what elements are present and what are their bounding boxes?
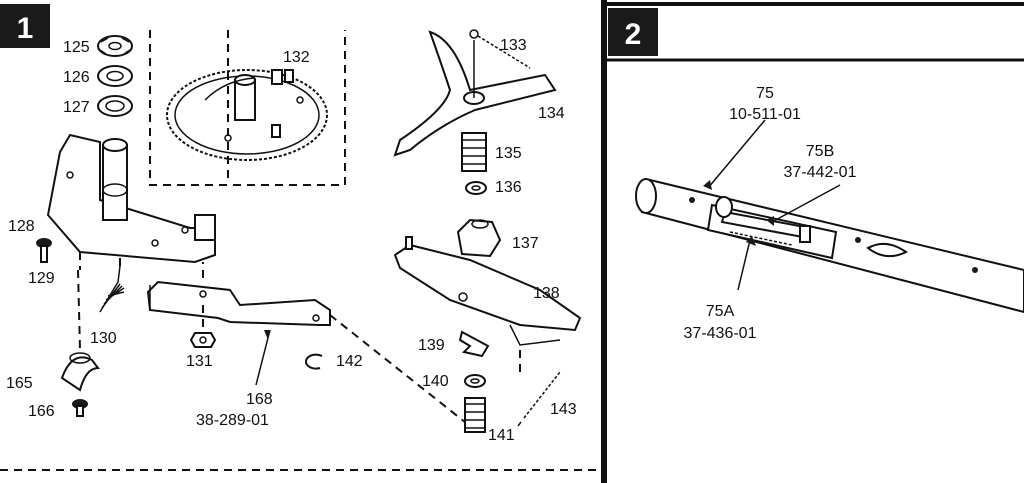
spring-75a	[729, 231, 793, 246]
panel-2: 2 75 10-511-0	[604, 2, 1024, 342]
label-137: 137	[512, 235, 539, 252]
latch-75b	[715, 196, 812, 243]
label-127: 127	[63, 99, 90, 116]
spring-130	[99, 258, 125, 313]
label-75b-part-number: 37-442-01	[784, 164, 857, 181]
spring-141	[464, 397, 486, 433]
panel-2-badge: 2	[608, 8, 658, 56]
label-140: 140	[422, 373, 449, 390]
washer-140	[464, 374, 486, 388]
lever-168	[146, 262, 476, 431]
washer-125	[97, 35, 133, 57]
label-129: 129	[28, 270, 55, 287]
label-125: 125	[63, 39, 90, 56]
washer-127	[97, 95, 133, 117]
label-168: 168	[246, 391, 273, 408]
panel-1: 1 125 126 127	[0, 4, 600, 471]
label-75-part-number: 10-511-01	[729, 106, 801, 123]
label-142: 142	[336, 353, 363, 370]
bracket-128	[46, 133, 216, 270]
label-139: 139	[418, 337, 445, 354]
washer-126	[97, 65, 133, 87]
leader-75b	[771, 184, 841, 223]
block-137	[456, 218, 502, 258]
label-165: 165	[6, 375, 33, 392]
label-138: 138	[533, 285, 560, 302]
panel-2-number: 2	[625, 18, 642, 51]
label-134: 134	[538, 105, 565, 122]
panel-1-number: 1	[17, 12, 34, 45]
label-166: 166	[28, 403, 55, 420]
screw-166	[72, 399, 88, 417]
e-clip-142	[305, 353, 323, 370]
tube-75	[635, 178, 1024, 314]
label-168-part-number: 38-289-01	[196, 412, 269, 429]
leader-75	[707, 119, 766, 189]
panel-1-badge: 1	[0, 4, 50, 48]
label-126: 126	[63, 69, 90, 86]
label-143: 143	[550, 401, 577, 418]
label-75a-part-number: 37-436-01	[684, 325, 757, 342]
spring-143	[517, 350, 561, 427]
label-75: 75	[756, 85, 774, 102]
label-132: 132	[283, 49, 310, 66]
label-128: 128	[8, 218, 35, 235]
gear-132	[166, 30, 328, 180]
clip-136	[465, 181, 487, 195]
gear-detail-box	[149, 30, 346, 186]
nut-131	[189, 332, 217, 348]
label-130: 130	[90, 330, 117, 347]
label-141: 141	[488, 427, 515, 444]
label-135: 135	[495, 145, 522, 162]
spring-133	[469, 29, 531, 69]
label-75b: 75B	[806, 143, 834, 160]
clip-139	[458, 330, 490, 358]
leader-75a	[737, 239, 751, 291]
label-75a: 75A	[706, 303, 735, 320]
label-131: 131	[186, 353, 213, 370]
clamp-165	[60, 269, 100, 392]
screw-129	[36, 238, 52, 263]
label-133: 133	[500, 37, 527, 54]
spring-135	[461, 132, 487, 172]
plate-138	[393, 236, 582, 346]
label-136: 136	[495, 179, 522, 196]
arm-134	[393, 30, 557, 157]
leader-168	[255, 329, 271, 386]
